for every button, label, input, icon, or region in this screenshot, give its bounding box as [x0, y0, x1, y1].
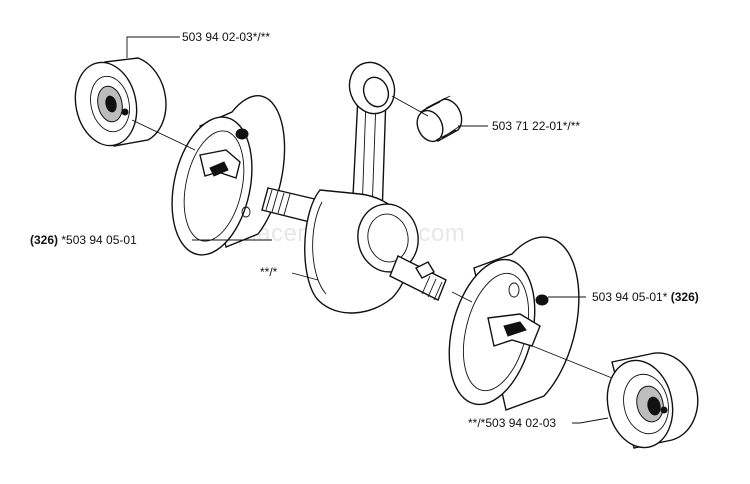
needle-bearing [416, 95, 463, 143]
flywheel-half-right [448, 236, 580, 411]
callout-flywheel-half-right: 503 94 05-01* (326) [592, 290, 699, 304]
ball-bearing-top [74, 57, 167, 147]
callout-needle-bearing: 503 71 22-01*/** [492, 119, 580, 133]
callout-crankshaft: **/* [260, 265, 278, 279]
leader-lines [126, 36, 613, 424]
callout-flywheel-half-left-ref: (326) [30, 233, 58, 247]
callout-bearing-bottom: **/*503 94 02-03 [468, 416, 556, 430]
callout-labels: 503 94 02-03*/** 503 71 22-01*/** (326) … [30, 30, 699, 430]
ball-bearing-bottom [606, 352, 699, 449]
callout-flywheel-half-right-ref: (326) [671, 290, 699, 304]
crankshaft [261, 61, 447, 314]
callout-flywheel-half-left-part: *503 94 05-01 [58, 233, 137, 247]
callout-flywheel-half-left: (326) *503 94 05-01 [30, 233, 137, 247]
callout-flywheel-half-right-part: 503 94 05-01* [592, 290, 671, 304]
callout-bearing-top: 503 94 02-03*/** [182, 30, 270, 44]
